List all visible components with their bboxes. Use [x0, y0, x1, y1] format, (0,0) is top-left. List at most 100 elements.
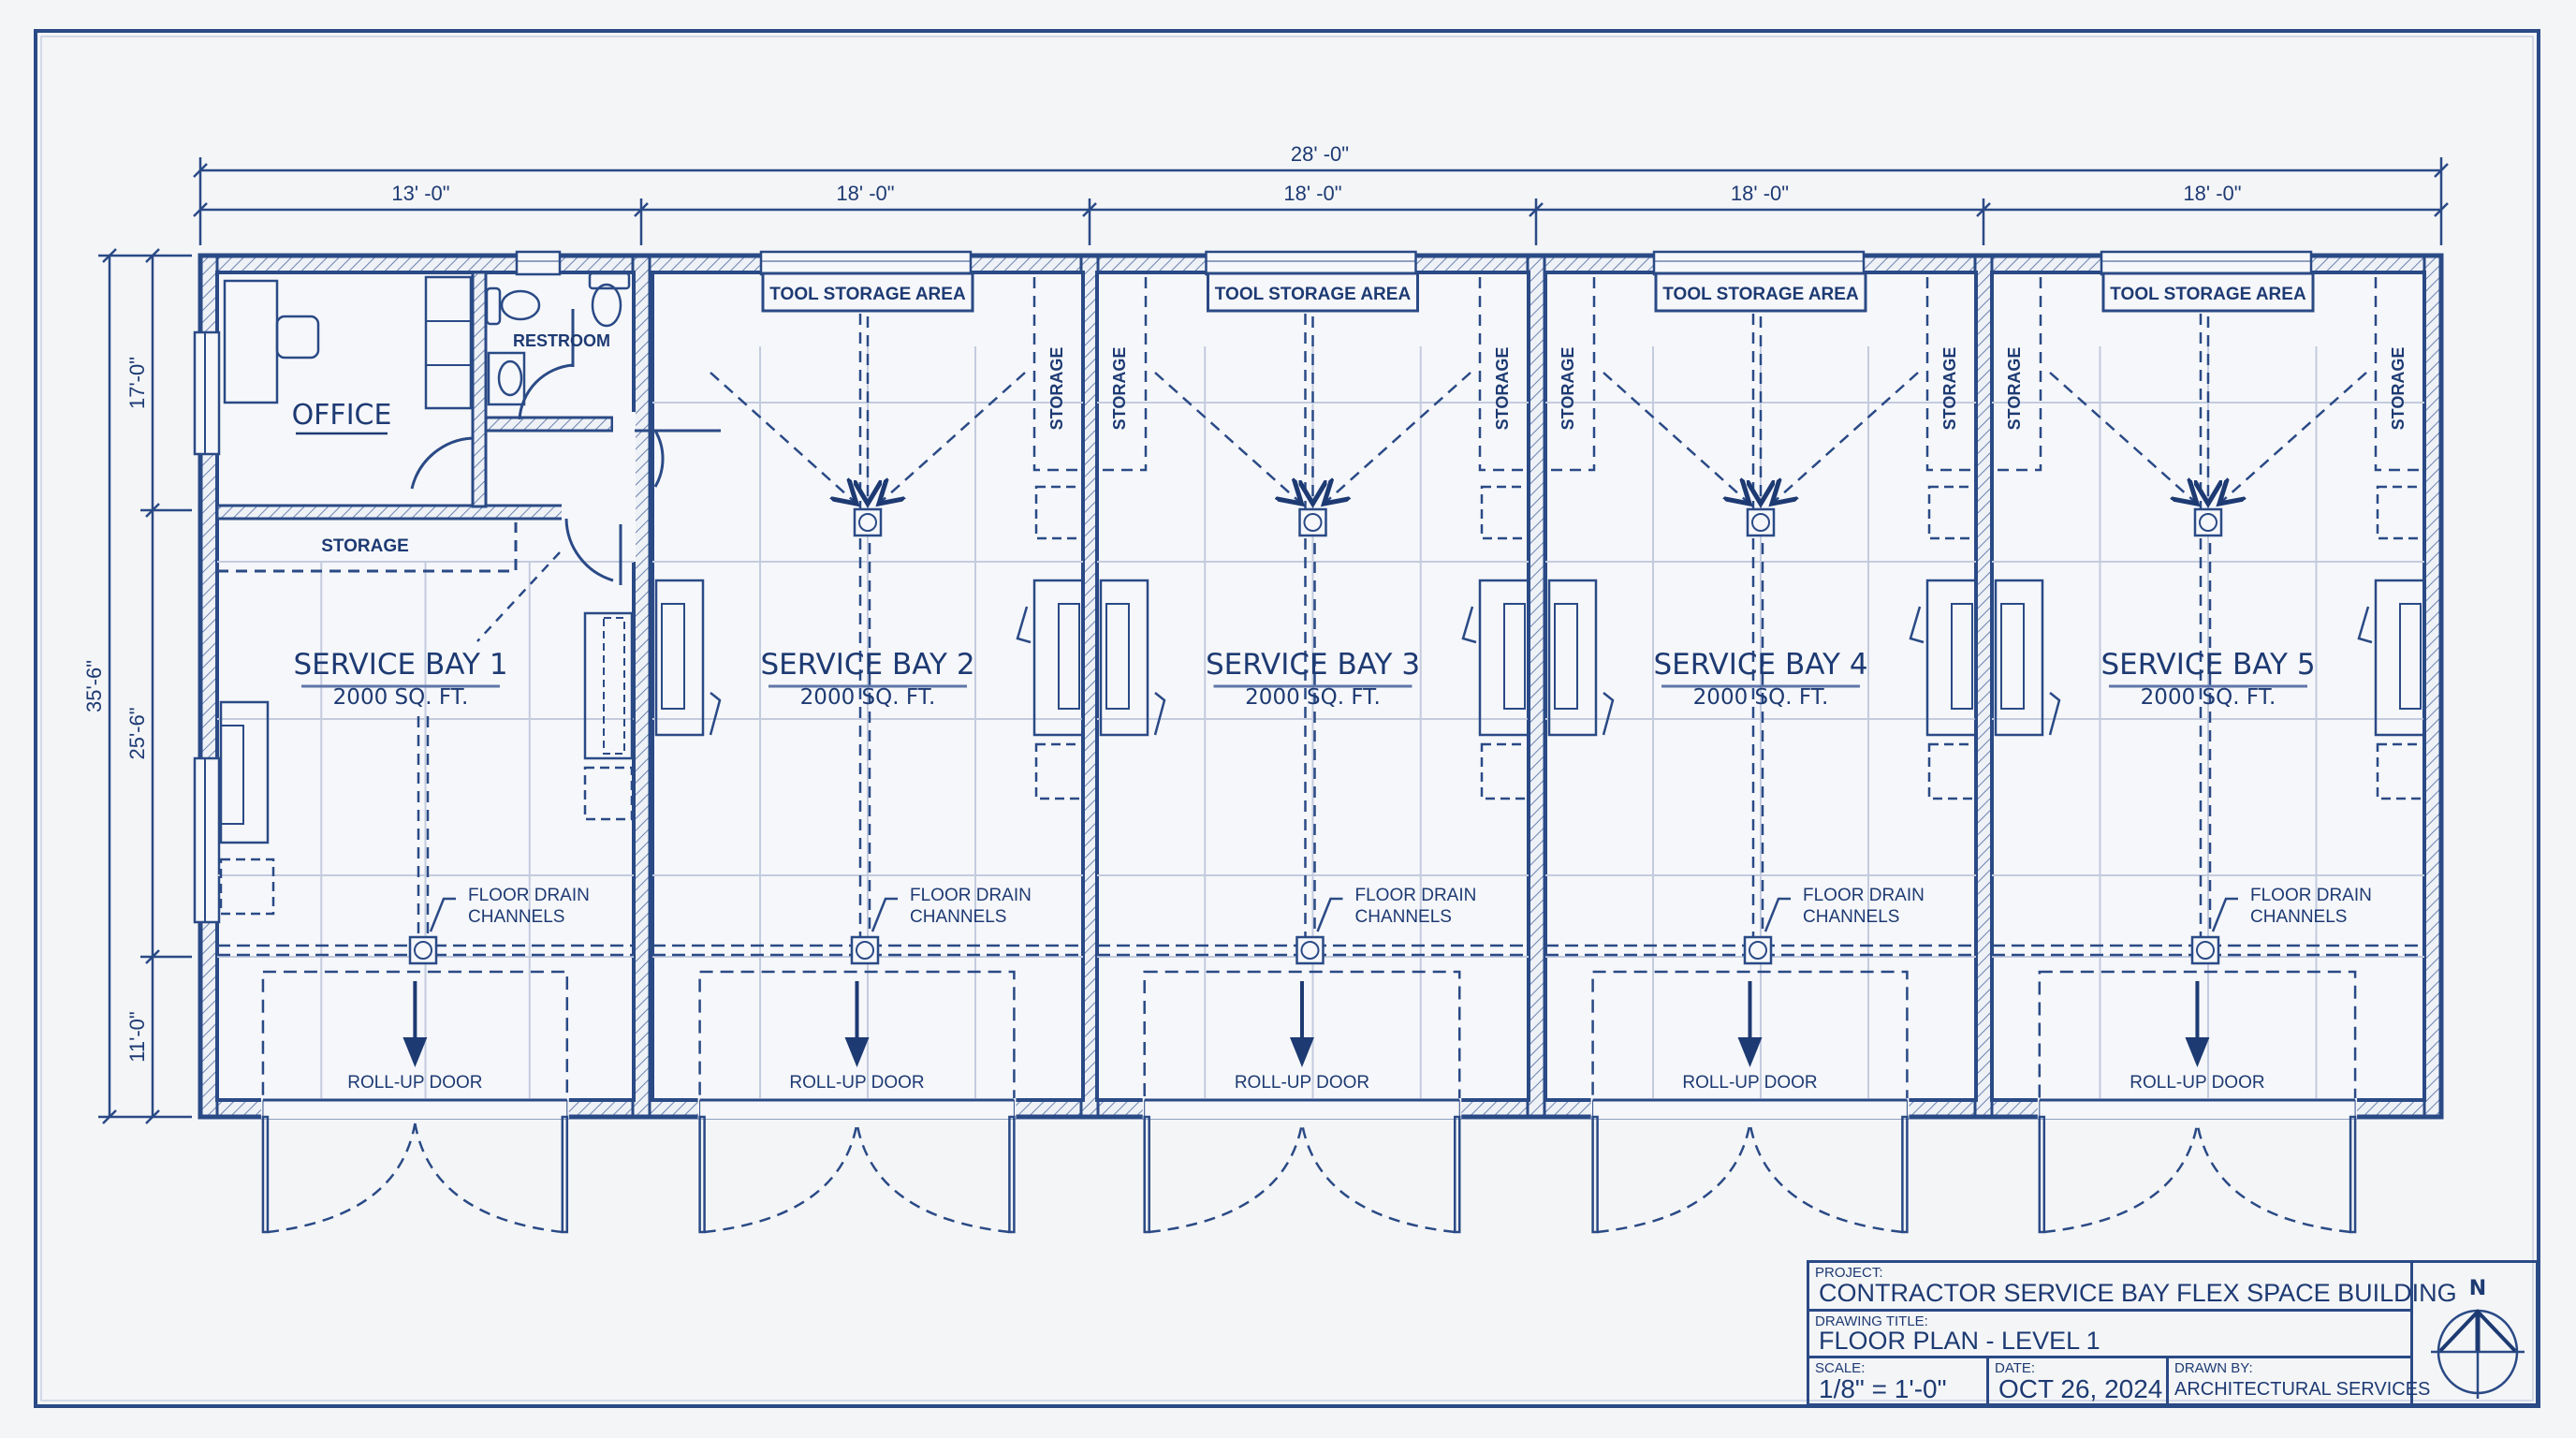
door-opening [562, 504, 623, 522]
segment-depth-label: 25'-6" [125, 707, 149, 759]
drain-leader [1316, 897, 1343, 932]
workbench-vise [661, 603, 685, 710]
floor-drain-grate [1749, 941, 1767, 960]
segment-width-label: 18' -0" [836, 182, 894, 205]
side-storage-label: STORAGE [2389, 347, 2408, 431]
side-window [193, 756, 221, 924]
slope-line [1325, 372, 1471, 504]
dimension-lines [98, 157, 2449, 1124]
slope-line [2049, 372, 2197, 504]
drawn-by-label: DRAWN BY: [2174, 1360, 2253, 1376]
tool-storage-label: TOOL STORAGE AREA [1662, 285, 1859, 304]
dimension-tick [145, 503, 160, 518]
workbench-right [1925, 579, 1978, 737]
tool-storage-label: TOOL STORAGE AREA [769, 285, 966, 304]
building-walls [193, 250, 2444, 1120]
drain-label-line1: FLOOR DRAIN [468, 886, 590, 905]
restroom-wall-bottom [484, 416, 614, 433]
bay-name: SERVICE BAY 2 [760, 648, 974, 682]
floor-drain-grate [2196, 941, 2215, 960]
toilet-icon [591, 283, 622, 328]
dimension-tick [102, 1109, 117, 1124]
door-swing-right [1300, 1123, 1456, 1234]
scale-cell: SCALE: 1/8" = 1'-0" [1809, 1358, 1989, 1406]
tool-storage-box [1654, 271, 1867, 313]
workbench-left [1994, 579, 2044, 737]
restroom-window [515, 250, 562, 276]
door-leaf-left [2038, 1115, 2046, 1234]
side-storage-left [1097, 277, 1148, 472]
meta-row: SCALE: 1/8" = 1'-0" DATE: OCT 26, 2024 D… [1809, 1358, 2430, 1406]
drain-label-line2: CHANNELS [1803, 907, 1899, 927]
bay1-workbench-right [583, 611, 634, 760]
stool-icon [1461, 606, 1477, 644]
drain-leader [2211, 897, 2238, 932]
door-opening [1590, 1098, 1910, 1119]
workbench-right [2374, 579, 2426, 737]
bay-window [1205, 250, 1417, 276]
date-cell: DATE: OCT 26, 2024 [1989, 1358, 2169, 1406]
overall-depth-label: 35'-6" [82, 660, 106, 712]
restroom-label: RESTROOM [513, 331, 610, 350]
side-storage-label: STORAGE [1493, 347, 1512, 431]
workbench-vise [1058, 603, 1080, 710]
tool-storage-box [1207, 271, 1419, 313]
bay-area: 2000 SQ. FT. [1245, 685, 1381, 710]
storage-label: STORAGE [321, 536, 409, 556]
bay1-workbench-inner [220, 725, 244, 825]
dimension-labels: 28' -0"13' -0"18' -0"18' -0"18' -0"18' -… [82, 142, 2242, 1063]
slope-line [1154, 372, 1302, 504]
drain-label-line2: CHANNELS [468, 907, 564, 927]
dimension-tick [145, 949, 160, 964]
project-label: PROJECT: [1815, 1265, 1883, 1281]
stool-icon [1602, 692, 1615, 736]
project-row: PROJECT: CONTRACTOR SERVICE BAY FLEX SPA… [1809, 1263, 2457, 1312]
tool-storage-box [2101, 271, 2315, 313]
office-wall-bottom [215, 504, 565, 521]
door-leaf-right [1008, 1115, 1016, 1234]
stool-icon [1153, 692, 1166, 736]
drain-label-line1: FLOOR DRAIN [910, 886, 1032, 905]
dimension-tick [2434, 163, 2449, 178]
tool-cart [1034, 742, 1085, 800]
door-swing-right [856, 1123, 1010, 1234]
side-storage-label: STORAGE [1940, 347, 1959, 431]
workbench-vise [1105, 603, 1130, 710]
slope-line [1772, 372, 1919, 504]
side-storage-label: STORAGE [1559, 347, 1577, 431]
door-swing-right [2196, 1123, 2351, 1234]
bay1-storage-outline [217, 522, 518, 573]
door-swing-right [414, 1123, 563, 1234]
bay-window [2100, 250, 2313, 276]
sink-icon [497, 360, 523, 397]
door-swing-right [1749, 1123, 1903, 1234]
dimension-tick [145, 1109, 160, 1124]
sheet-border-inner [40, 36, 2534, 1401]
roll-up-door-label: ROLL-UP DOOR [789, 1073, 924, 1093]
sheet-border [34, 29, 2540, 1408]
floor-drain-grate [2199, 513, 2217, 532]
slope-line [1603, 372, 1749, 504]
north-label: N [2469, 1277, 2486, 1300]
slope-line [2219, 372, 2367, 504]
tool-storage-label: TOOL STORAGE AREA [1215, 285, 1412, 304]
dimension-tick [634, 202, 649, 217]
drawn-by-cell: DRAWN BY: ARCHITECTURAL SERVICES [2169, 1358, 2430, 1406]
door-swing-left [704, 1123, 858, 1234]
door-opening [697, 1098, 1017, 1119]
drain-label-line2: CHANNELS [910, 907, 1006, 927]
overall-width-label: 28' -0" [1291, 142, 1349, 166]
bay-name: SERVICE BAY 1 [293, 648, 507, 682]
door-leaf-left [261, 1115, 270, 1234]
tool-cart [1927, 742, 1978, 800]
drawing-title: FLOOR PLAN - LEVEL 1 [1819, 1327, 2100, 1355]
toilet-tank [485, 286, 502, 326]
stool-icon [2357, 606, 2373, 644]
floor-drain-grate [1300, 941, 1320, 960]
workbench-right [1478, 579, 1530, 737]
workbench-vise [1951, 603, 1973, 710]
drawing-title-row: DRAWING TITLE: FLOOR PLAN - LEVEL 1 [1809, 1312, 2410, 1358]
bay-name: SERVICE BAY 4 [1653, 648, 1867, 682]
bay2-door-swing [653, 430, 665, 488]
toilet-tank [588, 271, 631, 290]
